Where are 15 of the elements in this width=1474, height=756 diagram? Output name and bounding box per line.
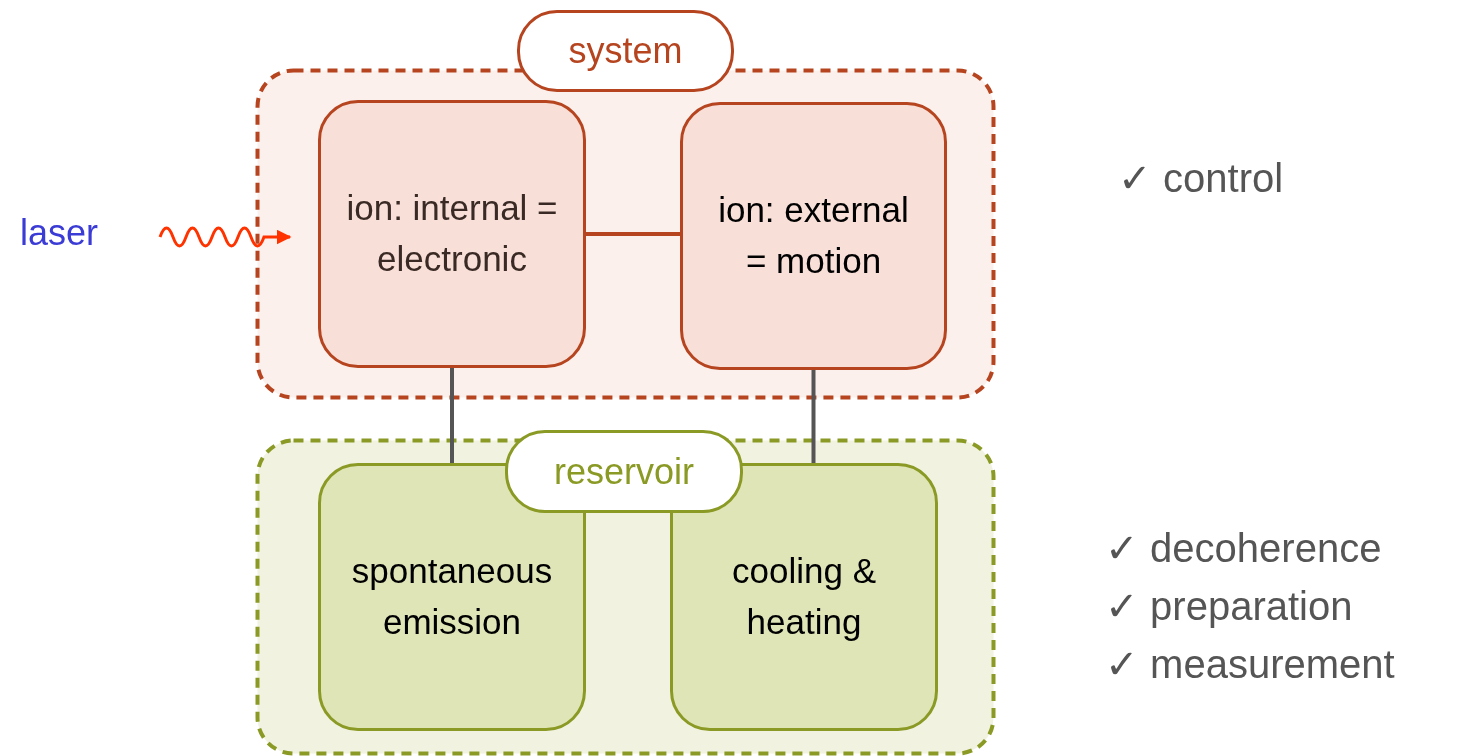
group-container bbox=[255, 10, 996, 400]
group-container bbox=[255, 430, 996, 756]
connector-line bbox=[450, 368, 454, 463]
group-title: reservoir bbox=[505, 430, 743, 513]
connector-line bbox=[586, 232, 680, 236]
input-label: laser bbox=[20, 212, 115, 258]
checklist-item: ✓ preparation bbox=[1105, 583, 1353, 629]
process-box: ion: internal = electronic bbox=[318, 100, 586, 368]
process-box: ion: external = motion bbox=[680, 102, 947, 370]
checklist-item: ✓ measurement bbox=[1105, 641, 1395, 687]
connector-line bbox=[811, 370, 816, 463]
group-title: system bbox=[517, 10, 734, 92]
wavy-arrow bbox=[158, 226, 292, 248]
checklist-item: ✓ decoherence bbox=[1105, 525, 1382, 571]
checklist-item: ✓ control bbox=[1118, 155, 1284, 201]
